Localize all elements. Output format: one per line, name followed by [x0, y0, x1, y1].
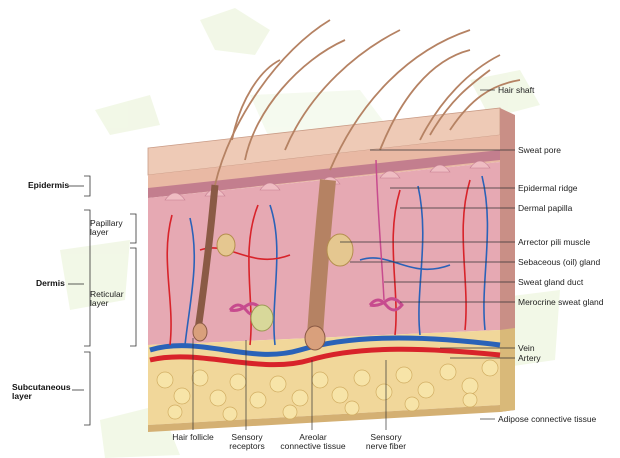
subcutaneous-layer-label-line2: layer: [12, 392, 32, 401]
epidermal-ridge-label: Epidermal ridge: [518, 184, 578, 193]
hair-follicle-label: Hair follicle: [168, 433, 218, 442]
papillary-layer-label-line2: layer: [90, 228, 108, 237]
adipose-connective-tissue-label: Adipose connective tissue: [498, 415, 596, 424]
dermis-label: Dermis: [36, 279, 65, 288]
sebaceous-gland-label: Sebaceous (oil) gland: [518, 258, 600, 267]
sensory-nerve-fiber-label-line2: nerve fiber: [358, 442, 414, 451]
areolar-label-line2: connective tissue: [272, 442, 354, 451]
reticular-layer-label-line2: layer: [90, 299, 108, 308]
sensory-receptors-label-line2: receptors: [222, 442, 272, 451]
sweat-gland-duct-label: Sweat gland duct: [518, 278, 583, 287]
vein-label: Vein: [518, 344, 535, 353]
sweat-pore-label: Sweat pore: [518, 146, 561, 155]
epidermis-label: Epidermis: [28, 181, 69, 190]
artery-label: Artery: [518, 354, 541, 363]
merocrine-sweat-gland-label: Merocrine sweat gland: [518, 298, 604, 307]
arrector-pili-muscle-label: Arrector pili muscle: [518, 238, 590, 247]
dermal-papilla-label: Dermal papilla: [518, 204, 572, 213]
hair-shaft-label: Hair shaft: [498, 86, 534, 95]
